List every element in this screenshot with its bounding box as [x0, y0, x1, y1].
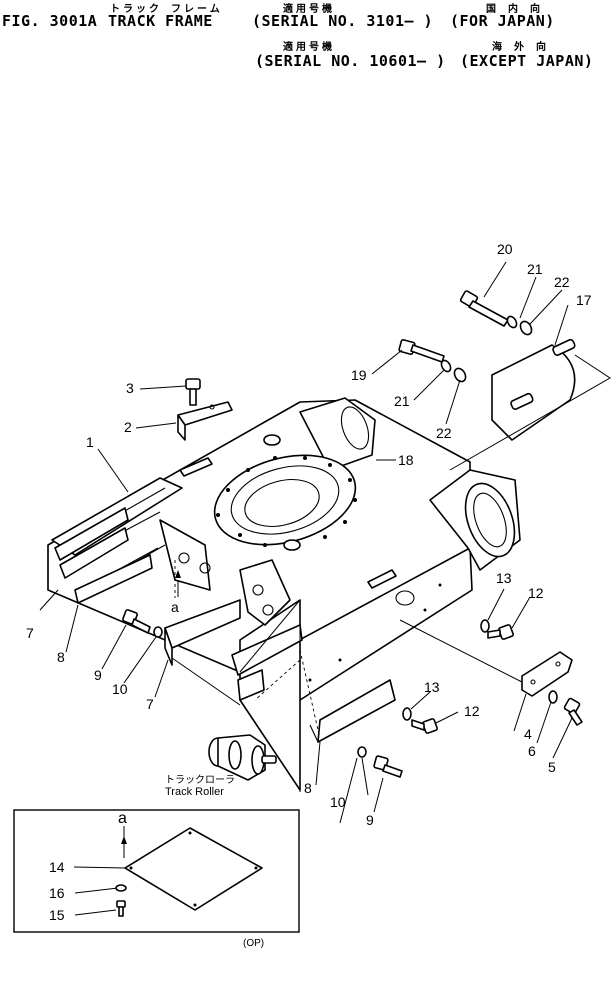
callout-10-right: 10	[330, 794, 346, 810]
callout-8-lower: 8	[304, 780, 312, 796]
bolt-9-left	[122, 609, 151, 634]
bolt-20	[459, 290, 509, 327]
region1-jp: 国 内 向	[486, 4, 544, 15]
access-cover	[491, 338, 576, 441]
inset-view-a	[13, 809, 300, 933]
callout-2: 2	[124, 419, 132, 435]
callout-22-mid: 22	[436, 425, 452, 441]
page-title: TRACK FRAME	[108, 12, 213, 30]
washer-6	[548, 690, 558, 704]
callout-14: 14	[49, 859, 65, 875]
callout-4: 4	[524, 726, 532, 742]
callout-8-left: 8	[57, 649, 65, 665]
callout-10-left: 10	[112, 681, 128, 697]
callout-21-top: 21	[527, 261, 543, 277]
serial-range-2: (SERIAL NO. 10601– )	[255, 52, 446, 70]
washer-10-left	[153, 626, 163, 638]
bolt-19	[398, 339, 445, 363]
callout-18: 18	[398, 452, 414, 468]
callout-6: 6	[528, 743, 536, 759]
region-1: (FOR JAPAN)	[450, 12, 555, 30]
optional-note: (OP)	[243, 938, 264, 949]
callout-3: 3	[126, 380, 134, 396]
track-guide-front	[231, 624, 303, 701]
region-2: (EXCEPT JAPAN)	[460, 52, 594, 70]
callout-5: 5	[548, 759, 556, 775]
washer-13-upper	[480, 619, 490, 633]
callout-7-left: 7	[26, 625, 34, 641]
region2-jp: 海 外 向	[492, 42, 550, 53]
serial-range-1: (SERIAL NO. 3101– )	[252, 12, 434, 30]
view-arrow-label: a	[171, 599, 179, 615]
callout-22-top: 22	[554, 274, 570, 290]
track-roller	[208, 734, 277, 781]
callout-13-lower: 13	[424, 679, 440, 695]
washer-22-mid	[453, 367, 467, 383]
washer-21-top	[506, 315, 518, 329]
callout-19: 19	[351, 367, 367, 383]
washer-10-right	[357, 746, 367, 758]
bolt-5	[563, 697, 583, 726]
callout-13-upper: 13	[496, 570, 512, 586]
callout-7-lower: 7	[146, 696, 154, 712]
callout-15: 15	[49, 907, 65, 923]
callout-12-lower: 12	[464, 703, 480, 719]
bracket	[177, 401, 233, 441]
cover-plate	[521, 651, 573, 697]
bolt-12-upper	[487, 624, 514, 640]
track-frame	[47, 397, 521, 791]
track-roller-label-jp: トラックローラ	[165, 774, 235, 786]
serial2-jp: 適用号機	[283, 42, 335, 53]
callout-17: 17	[576, 292, 592, 308]
callout-9-left: 9	[94, 667, 102, 683]
track-guide-left	[54, 507, 153, 604]
inset-view-label: a	[118, 810, 127, 827]
washer-21-mid	[440, 359, 452, 373]
callout-1: 1	[86, 434, 94, 450]
guard-plate-lower	[309, 679, 396, 743]
bolt-12-lower	[411, 718, 438, 734]
fig-number: FIG. 3001A	[2, 12, 98, 30]
track-roller-label-en: Track Roller	[165, 786, 224, 798]
bolt-3	[185, 378, 201, 406]
callout-16: 16	[49, 885, 65, 901]
callout-20: 20	[497, 241, 513, 257]
bolt-9-right	[373, 755, 403, 778]
title-jp: トラック フレーム	[110, 4, 223, 15]
washer-13-lower	[402, 707, 412, 721]
serial1-jp: 適用号機	[283, 4, 335, 15]
callout-12-upper: 12	[528, 585, 544, 601]
callout-9-right: 9	[366, 812, 374, 828]
washer-22-top	[519, 320, 533, 336]
callout-21-mid: 21	[394, 393, 410, 409]
track-guide-lower	[164, 599, 241, 666]
